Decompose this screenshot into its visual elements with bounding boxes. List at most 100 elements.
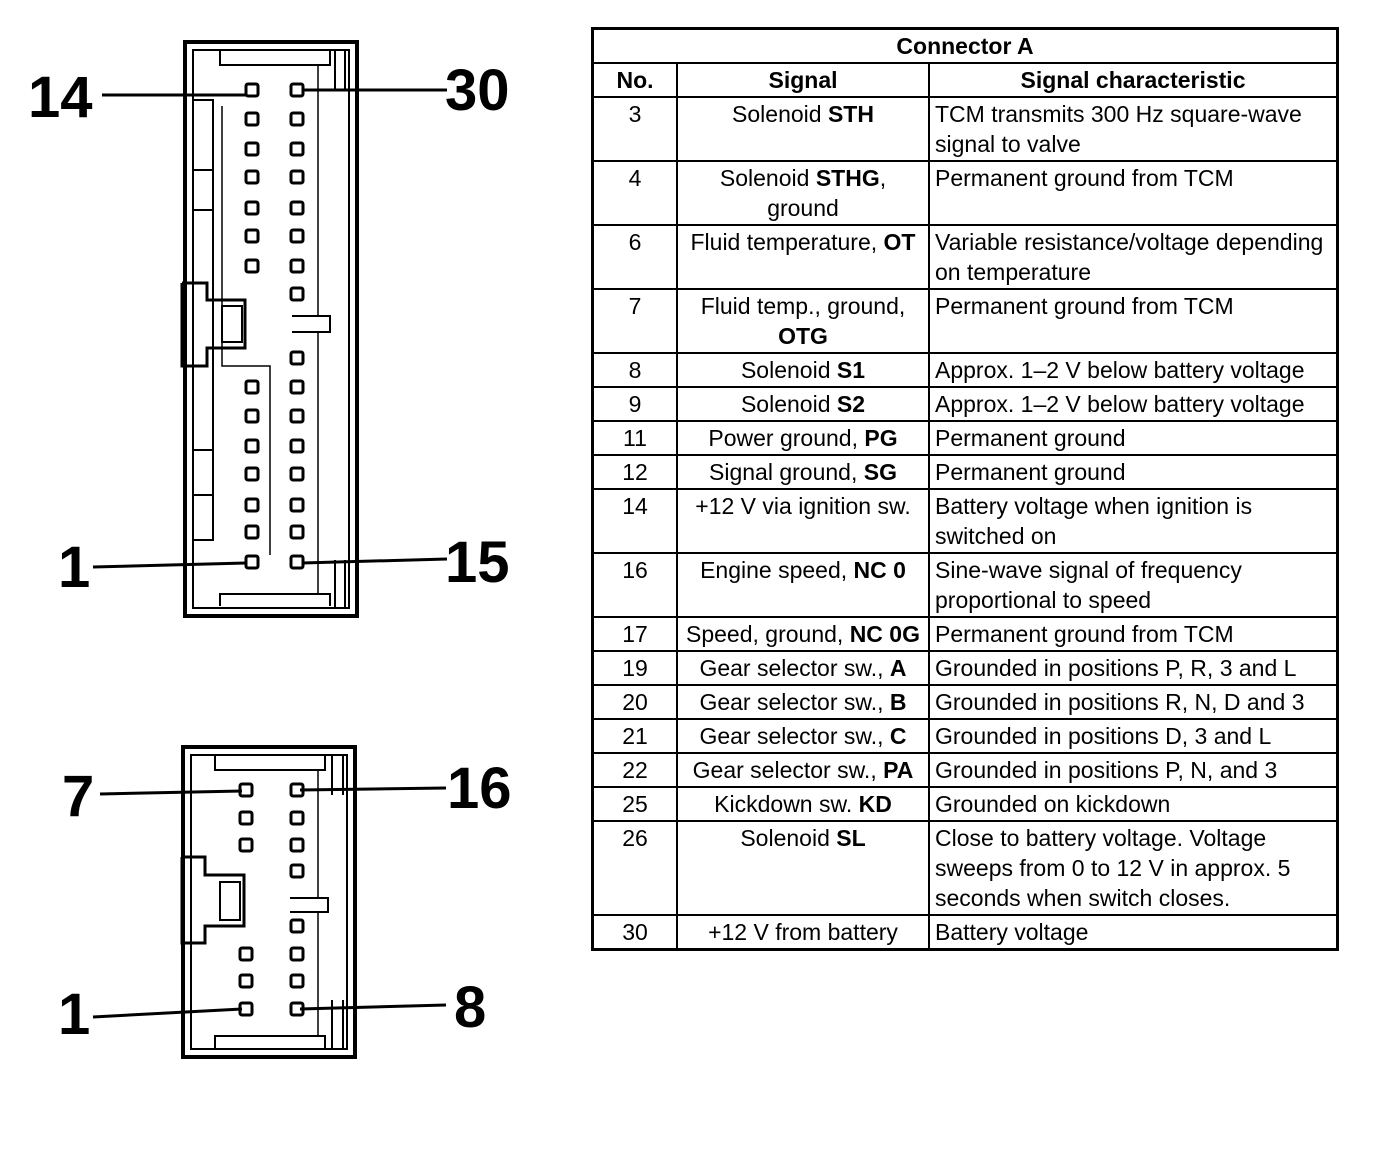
signal-name: Solenoid STH (676, 96, 930, 162)
signal-name: Gear selector sw., PA (676, 752, 930, 788)
pin-socket (244, 497, 260, 513)
pin-socket (289, 438, 305, 454)
large-connector (180, 40, 359, 618)
pin-socket (289, 111, 305, 127)
signal-characteristic: Grounded in positions P, R, 3 and L (928, 650, 1339, 686)
header-no: No. (591, 62, 678, 98)
pin-socket (289, 466, 305, 482)
large-leader-1 (92, 561, 247, 569)
large-label-15: 15 (445, 530, 510, 595)
pin-socket (289, 258, 305, 274)
small-connector-latch (180, 855, 246, 945)
signal-code: S1 (836, 357, 866, 383)
pin-socket (244, 111, 260, 127)
table-title: Connector A (591, 27, 1339, 64)
signal-name: Fluid temp., ground, OTG (676, 288, 930, 354)
small-label-7: 7 (62, 764, 94, 829)
large-connector-latch (180, 281, 247, 368)
pin-number: 7 (591, 288, 678, 354)
signal-text: Fluid temperature, (690, 229, 884, 255)
pin-socket (244, 228, 260, 244)
pin-socket (244, 554, 260, 570)
pin-socket (244, 200, 260, 216)
pin-number: 3 (591, 96, 678, 162)
large-leader-15 (301, 557, 448, 565)
signal-text: Power ground, (708, 425, 865, 451)
large-label-1: 1 (58, 535, 90, 600)
pin-socket (289, 408, 305, 424)
small-label-16: 16 (447, 756, 512, 821)
signal-text: Gear selector sw., (692, 757, 884, 783)
signal-name: Signal ground, SG (676, 454, 930, 490)
pin-number: 30 (591, 914, 678, 951)
pin-socket (289, 837, 305, 853)
signal-code: NC 0 (853, 557, 906, 583)
signal-code: SL (836, 825, 866, 851)
signal-text: Kickdown sw. (714, 791, 859, 817)
small-leader-16 (299, 786, 447, 792)
large-label-14: 14 (28, 65, 93, 130)
signal-text: Speed, ground, (686, 621, 850, 647)
signal-code: C (889, 723, 907, 749)
pin-socket (289, 918, 305, 934)
signal-text: Solenoid (732, 101, 828, 127)
pin-socket (289, 82, 305, 98)
signal-text: Signal ground, (709, 459, 864, 485)
signal-code: STH (827, 101, 874, 127)
signal-characteristic: TCM transmits 300 Hz square-wave signal … (928, 96, 1339, 162)
pin-number: 16 (591, 552, 678, 618)
signal-characteristic: Approx. 1–2 V below battery voltage (928, 352, 1339, 388)
signal-code: SG (863, 459, 897, 485)
signal-characteristic: Grounded in positions R, N, D and 3 (928, 684, 1339, 720)
signal-code: OT (883, 229, 916, 255)
signal-name: Gear selector sw., C (676, 718, 930, 754)
signal-characteristic: Variable resistance/voltage depending on… (928, 224, 1339, 290)
signal-code: PA (883, 757, 914, 783)
pin-socket (289, 863, 305, 879)
signal-text: Solenoid (740, 825, 837, 851)
pin-socket (289, 973, 305, 989)
pin-socket (289, 169, 305, 185)
signal-text: +12 V via ignition sw. (695, 493, 911, 519)
pin-number: 9 (591, 386, 678, 422)
signal-characteristic: Battery voltage when ignition is switche… (928, 488, 1339, 554)
signal-code: KD (858, 791, 892, 817)
pin-number: 19 (591, 650, 678, 686)
connector-diagrams: 14 30 1 15 7 16 1 8 (28, 40, 512, 1059)
pin-number: 17 (591, 616, 678, 652)
signal-code: PG (864, 425, 898, 451)
signal-characteristic: Permanent ground (928, 454, 1339, 490)
connector-a-table: Connector A No. Signal Signal characteri… (591, 27, 1339, 951)
signal-code: STHG (815, 165, 880, 191)
large-label-30: 30 (445, 58, 510, 123)
pin-socket (244, 169, 260, 185)
pin-socket (244, 141, 260, 157)
signal-characteristic: Battery voltage (928, 914, 1339, 951)
pin-number: 26 (591, 820, 678, 916)
signal-text: Solenoid (740, 391, 837, 417)
pin-socket (289, 524, 305, 540)
pin-socket (244, 438, 260, 454)
pin-socket (244, 258, 260, 274)
signal-name: Speed, ground, NC 0G (676, 616, 930, 652)
signal-code: A (889, 655, 907, 681)
pin-socket (244, 524, 260, 540)
signal-text: +12 V from battery (708, 919, 898, 945)
signal-characteristic: Permanent ground from TCM (928, 288, 1339, 354)
signal-name: Gear selector sw., B (676, 684, 930, 720)
pin-socket (289, 946, 305, 962)
signal-name: Kickdown sw. KD (676, 786, 930, 822)
signal-characteristic: Sine-wave signal of frequency proportion… (928, 552, 1339, 618)
pin-number: 8 (591, 352, 678, 388)
small-leader-7 (99, 789, 243, 796)
pin-number: 4 (591, 160, 678, 226)
